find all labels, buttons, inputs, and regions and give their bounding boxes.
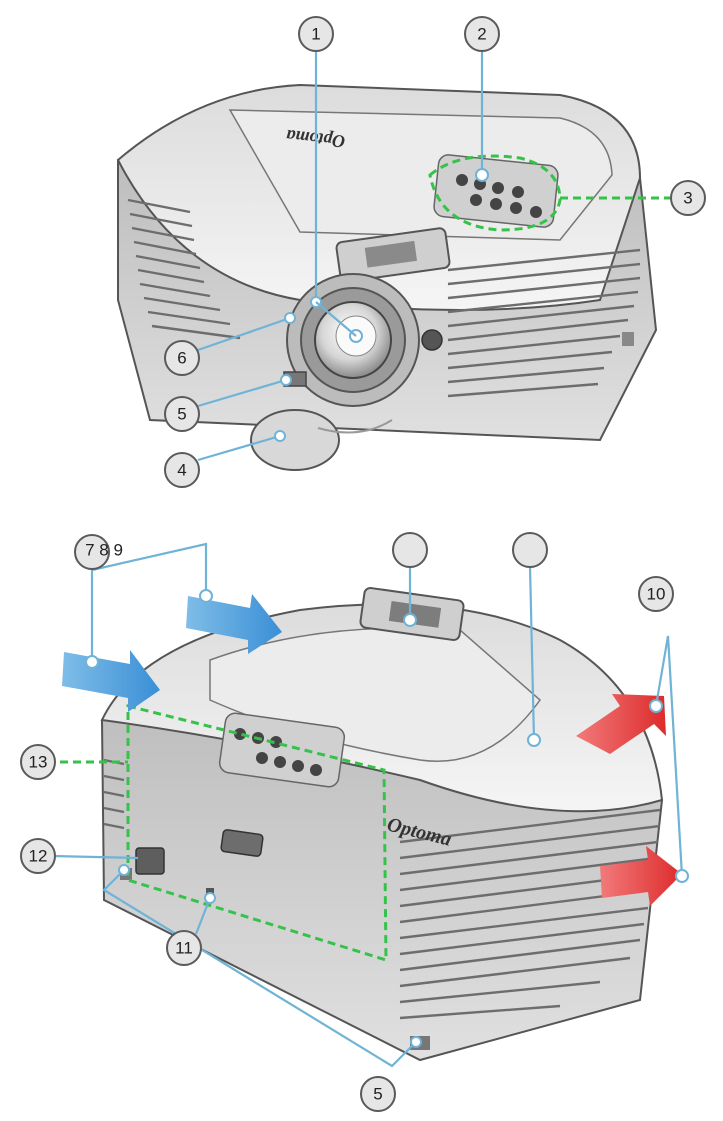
callout-5-bottom: 5 [360,1076,396,1112]
callout-6: 6 [164,340,200,376]
callout-blank-b [512,532,548,568]
callout-13: 13 [20,744,56,780]
side-vents-left [103,758,125,830]
leader-lines-top [197,52,489,462]
callout-blank-a [392,532,428,568]
keypad-rear [218,712,346,788]
leader-lines-bottom [51,542,689,1068]
front-vents-left [127,198,241,340]
lens-cap [250,409,393,471]
projector-rear-view: Optoma [100,587,664,1062]
callout-12: 12 [20,838,56,874]
svg-text:4: 4 [177,461,186,480]
callout-7-8-9: 7 8 9 [74,534,123,570]
front-vents-right [447,248,641,398]
callout-4: 4 [164,452,200,488]
svg-text:5: 5 [177,405,186,424]
keypad-top [433,154,559,228]
svg-text:7 8 9: 7 8 9 [85,541,123,560]
side-vents-right [399,808,661,1020]
rear-panel-highlight [126,704,388,963]
svg-text:13: 13 [29,753,48,772]
svg-text:5: 5 [373,1085,382,1104]
svg-text:10: 10 [647,585,666,604]
airflow-exhaust-arrows [576,694,682,906]
callout-3: 3 [670,180,706,216]
svg-text:12: 12 [29,847,48,866]
callout-11: 11 [166,930,202,966]
svg-text:11: 11 [175,939,193,958]
callout-5-top: 5 [164,396,200,432]
keypad-highlight [428,154,562,232]
callout-2: 2 [464,16,500,52]
svg-text:3: 3 [683,189,692,208]
svg-text:1: 1 [311,25,320,44]
svg-text:2: 2 [477,25,486,44]
callout-10: 10 [638,576,674,612]
callout-1: 1 [298,16,334,52]
svg-text:6: 6 [177,349,186,368]
